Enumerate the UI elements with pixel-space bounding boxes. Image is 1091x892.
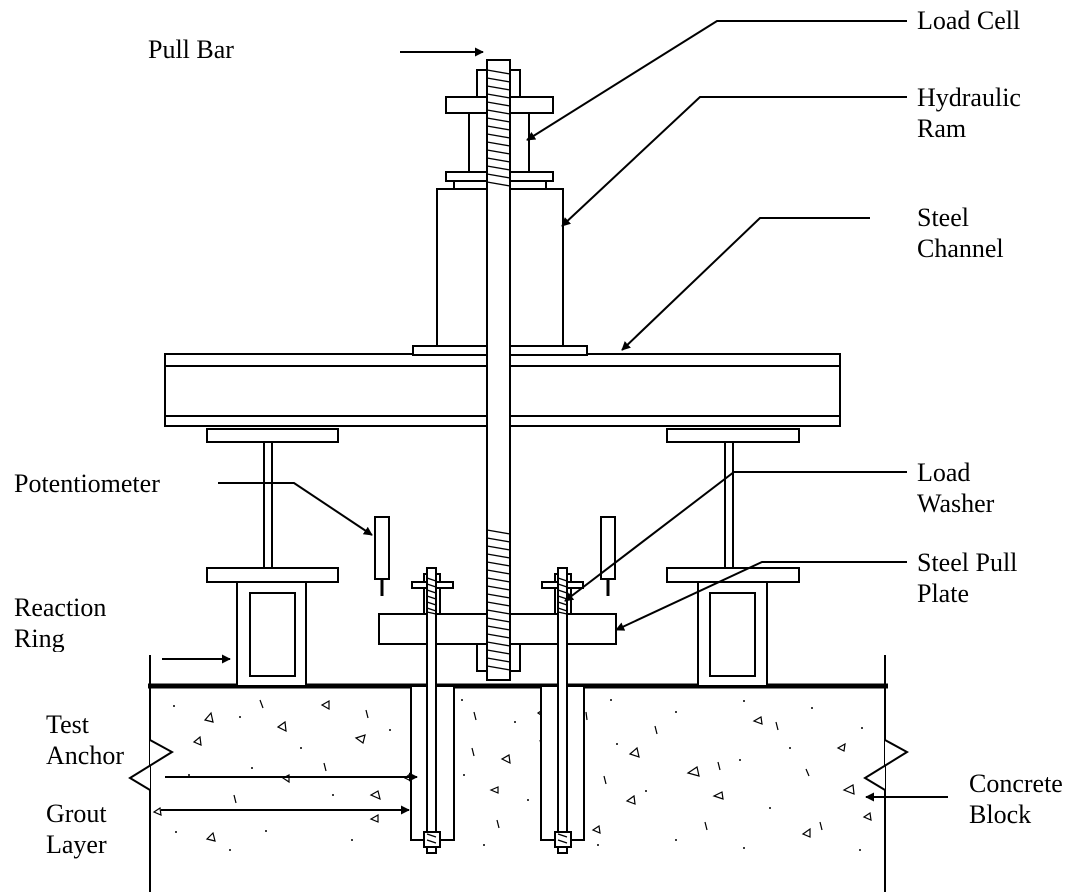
label-concrete-block: Concrete Block bbox=[969, 768, 1063, 830]
label-reaction-ring-line2: Ring bbox=[14, 624, 65, 652]
label-test-anchor: Test Anchor bbox=[46, 709, 124, 771]
pull-bar bbox=[476, 59, 521, 681]
label-hydraulic-ram-line1: Hydraulic bbox=[917, 83, 1021, 112]
potentiometer-right bbox=[600, 516, 616, 596]
arrow-steel-pull-plate bbox=[615, 561, 907, 631]
label-test-anchor-line2: Anchor bbox=[46, 741, 124, 770]
arrow-steel-channel bbox=[621, 217, 870, 351]
reaction-ring-right bbox=[666, 428, 800, 687]
label-potentiometer-text: Potentiometer bbox=[14, 469, 160, 498]
label-grout-layer-line2: Layer bbox=[46, 830, 107, 859]
label-reaction-ring: Reaction Ring bbox=[14, 592, 106, 652]
label-grout-layer: Grout Layer bbox=[46, 798, 107, 860]
label-steel-channel: Steel Channel bbox=[917, 202, 1004, 264]
label-steel-pull-plate-line1: Steel Pull bbox=[917, 548, 1018, 577]
label-load-washer-line2: Washer bbox=[917, 489, 995, 518]
concrete-aggregate bbox=[152, 699, 872, 842]
test-anchor-left bbox=[411, 567, 454, 854]
label-hydraulic-ram: Hydraulic Ram bbox=[917, 82, 1021, 144]
label-concrete-block-line2: Block bbox=[969, 800, 1032, 829]
arrow-load-cell bbox=[526, 20, 907, 141]
label-load-washer: Load Washer bbox=[917, 457, 994, 519]
label-load-cell: Load Cell bbox=[917, 5, 1020, 36]
label-steel-channel-line2: Channel bbox=[917, 234, 1004, 263]
label-potentiometer: Potentiometer bbox=[14, 468, 160, 499]
concrete-speckles bbox=[173, 699, 863, 851]
concrete-block bbox=[128, 655, 909, 892]
label-load-cell-text: Load Cell bbox=[917, 6, 1021, 35]
label-concrete-block-line1: Concrete bbox=[969, 769, 1063, 798]
label-steel-pull-plate-line2: Plate bbox=[917, 579, 969, 608]
label-pull-bar-text: Pull Bar bbox=[148, 35, 234, 64]
label-test-anchor-line1: Test bbox=[46, 710, 89, 739]
label-reaction-ring-line1: Reaction bbox=[14, 593, 107, 622]
label-grout-layer-line1: Grout bbox=[46, 799, 107, 828]
arrow-load-washer bbox=[564, 471, 907, 602]
leader-arrows bbox=[161, 20, 948, 815]
label-steel-pull-plate: Steel Pull Plate bbox=[917, 547, 1017, 609]
reaction-ring-left bbox=[206, 428, 339, 687]
arrow-hydraulic-ram bbox=[561, 96, 907, 227]
label-pull-bar: Pull Bar bbox=[148, 34, 234, 65]
label-steel-channel-line1: Steel bbox=[917, 203, 969, 232]
label-load-washer-line1: Load bbox=[917, 458, 971, 487]
label-hydraulic-ram-line2: Ram bbox=[917, 114, 967, 143]
arrow-potentiometer bbox=[218, 482, 373, 536]
potentiometer-left bbox=[374, 516, 390, 596]
